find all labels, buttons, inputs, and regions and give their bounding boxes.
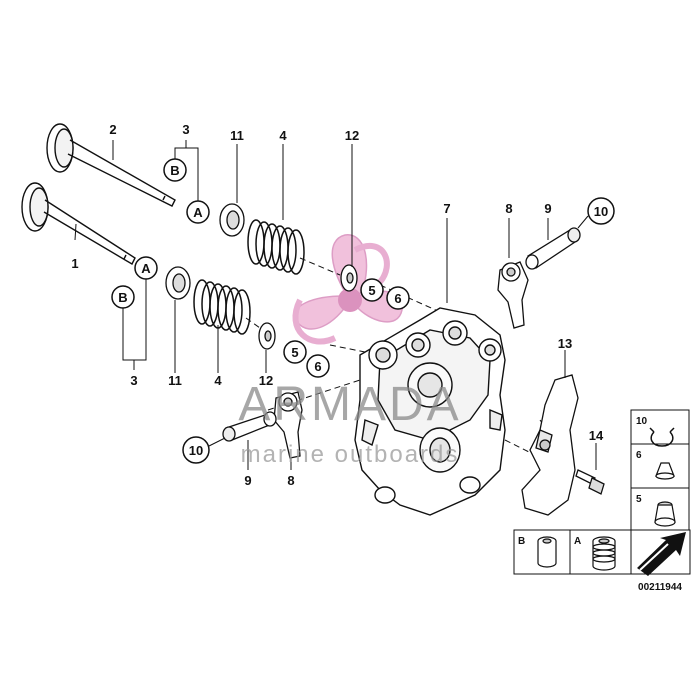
valve-spring-upper: [247, 219, 305, 275]
spring-retainer-upper: [340, 264, 358, 292]
diagram-id: 00211944: [638, 582, 682, 593]
callout-a-bottom-circle: A: [134, 256, 158, 280]
rocker-pin-upper: [525, 227, 581, 270]
callout-4-bottom: 4: [214, 373, 222, 388]
valve-cotter-small-icon: [655, 462, 675, 480]
circlip-icon: [649, 427, 675, 447]
callout-5-top: 5: [368, 283, 375, 298]
callout-5-top-circle: 5: [360, 278, 384, 302]
callout-b-bottom-circle: B: [111, 285, 135, 309]
callout-a-top: A: [193, 205, 203, 220]
watermark-tagline: marine outboards: [241, 441, 460, 468]
callout-5-bottom-circle: 5: [283, 340, 307, 364]
rocker-arm-upper: [497, 261, 529, 329]
rocker-arm-lower: [273, 391, 303, 459]
callout-4-top: 4: [279, 128, 287, 143]
callout-2: 2: [109, 122, 116, 137]
valve-guide-bushing-icon: [537, 536, 557, 568]
callout-3-top: 3: [182, 122, 189, 137]
watermark-brand: ARMADA: [238, 378, 461, 431]
callout-b-top: B: [170, 163, 179, 178]
legend-item-10-label: 10: [636, 416, 648, 427]
bolt: [575, 469, 605, 495]
callout-10-bottom: 10: [189, 443, 203, 458]
valve-stem-seal-icon: [592, 536, 616, 571]
callout-a-top-circle: A: [186, 200, 210, 224]
valve-upper: [46, 123, 176, 207]
callout-8-top: 8: [505, 201, 512, 216]
callout-b-top-circle: B: [163, 158, 187, 182]
legend-bottom-strip: B A: [513, 529, 691, 576]
legend-item-a-label: A: [574, 536, 581, 547]
callout-a-bottom: A: [141, 261, 151, 276]
leader-lines: [74, 140, 597, 470]
callout-b-bottom: B: [118, 290, 127, 305]
valve-seal-lower: [165, 266, 191, 300]
valve-lower: [21, 182, 136, 265]
callout-10-top-circle: 10: [587, 197, 615, 225]
valve-seal-upper: [219, 203, 245, 237]
legend-item-6-label: 6: [636, 450, 642, 461]
callout-6-top: 6: [394, 291, 401, 306]
callout-12-top: 12: [345, 128, 359, 143]
legend-column: 10 6 5: [630, 409, 690, 543]
callout-9-top: 9: [544, 201, 551, 216]
rocker-pin-lower: [222, 411, 277, 442]
callout-14: 14: [589, 428, 604, 443]
callout-10-bottom-circle: 10: [182, 436, 210, 464]
callout-11-top: 11: [230, 128, 244, 143]
callout-6-bottom-circle: 6: [306, 354, 330, 378]
spring-retainer-lower: [258, 322, 276, 350]
callout-3-bottom: 3: [130, 373, 137, 388]
propeller-logo-icon: [292, 234, 403, 345]
callout-11-bottom: 11: [168, 373, 182, 388]
callout-9-bottom: 9: [244, 473, 251, 488]
callout-1: 1: [71, 256, 78, 271]
callout-8-bottom: 8: [287, 473, 294, 488]
legend-item-5-label: 5: [636, 494, 642, 505]
callout-7: 7: [443, 201, 450, 216]
callout-12-bottom: 12: [259, 373, 273, 388]
legend-item-b-label: B: [518, 536, 525, 547]
callout-5-bottom: 5: [291, 345, 298, 360]
valve-spring-lower: [193, 279, 251, 335]
callout-13: 13: [558, 336, 572, 351]
callout-6-top-circle: 6: [386, 286, 410, 310]
cylinder-head: [354, 307, 506, 516]
chain-guide-rail: [521, 374, 579, 516]
arrow-symbol-icon: [637, 532, 686, 576]
valve-cotter-large-icon: [654, 501, 676, 527]
callout-10-top: 10: [594, 204, 608, 219]
callout-6-bottom: 6: [314, 359, 321, 374]
